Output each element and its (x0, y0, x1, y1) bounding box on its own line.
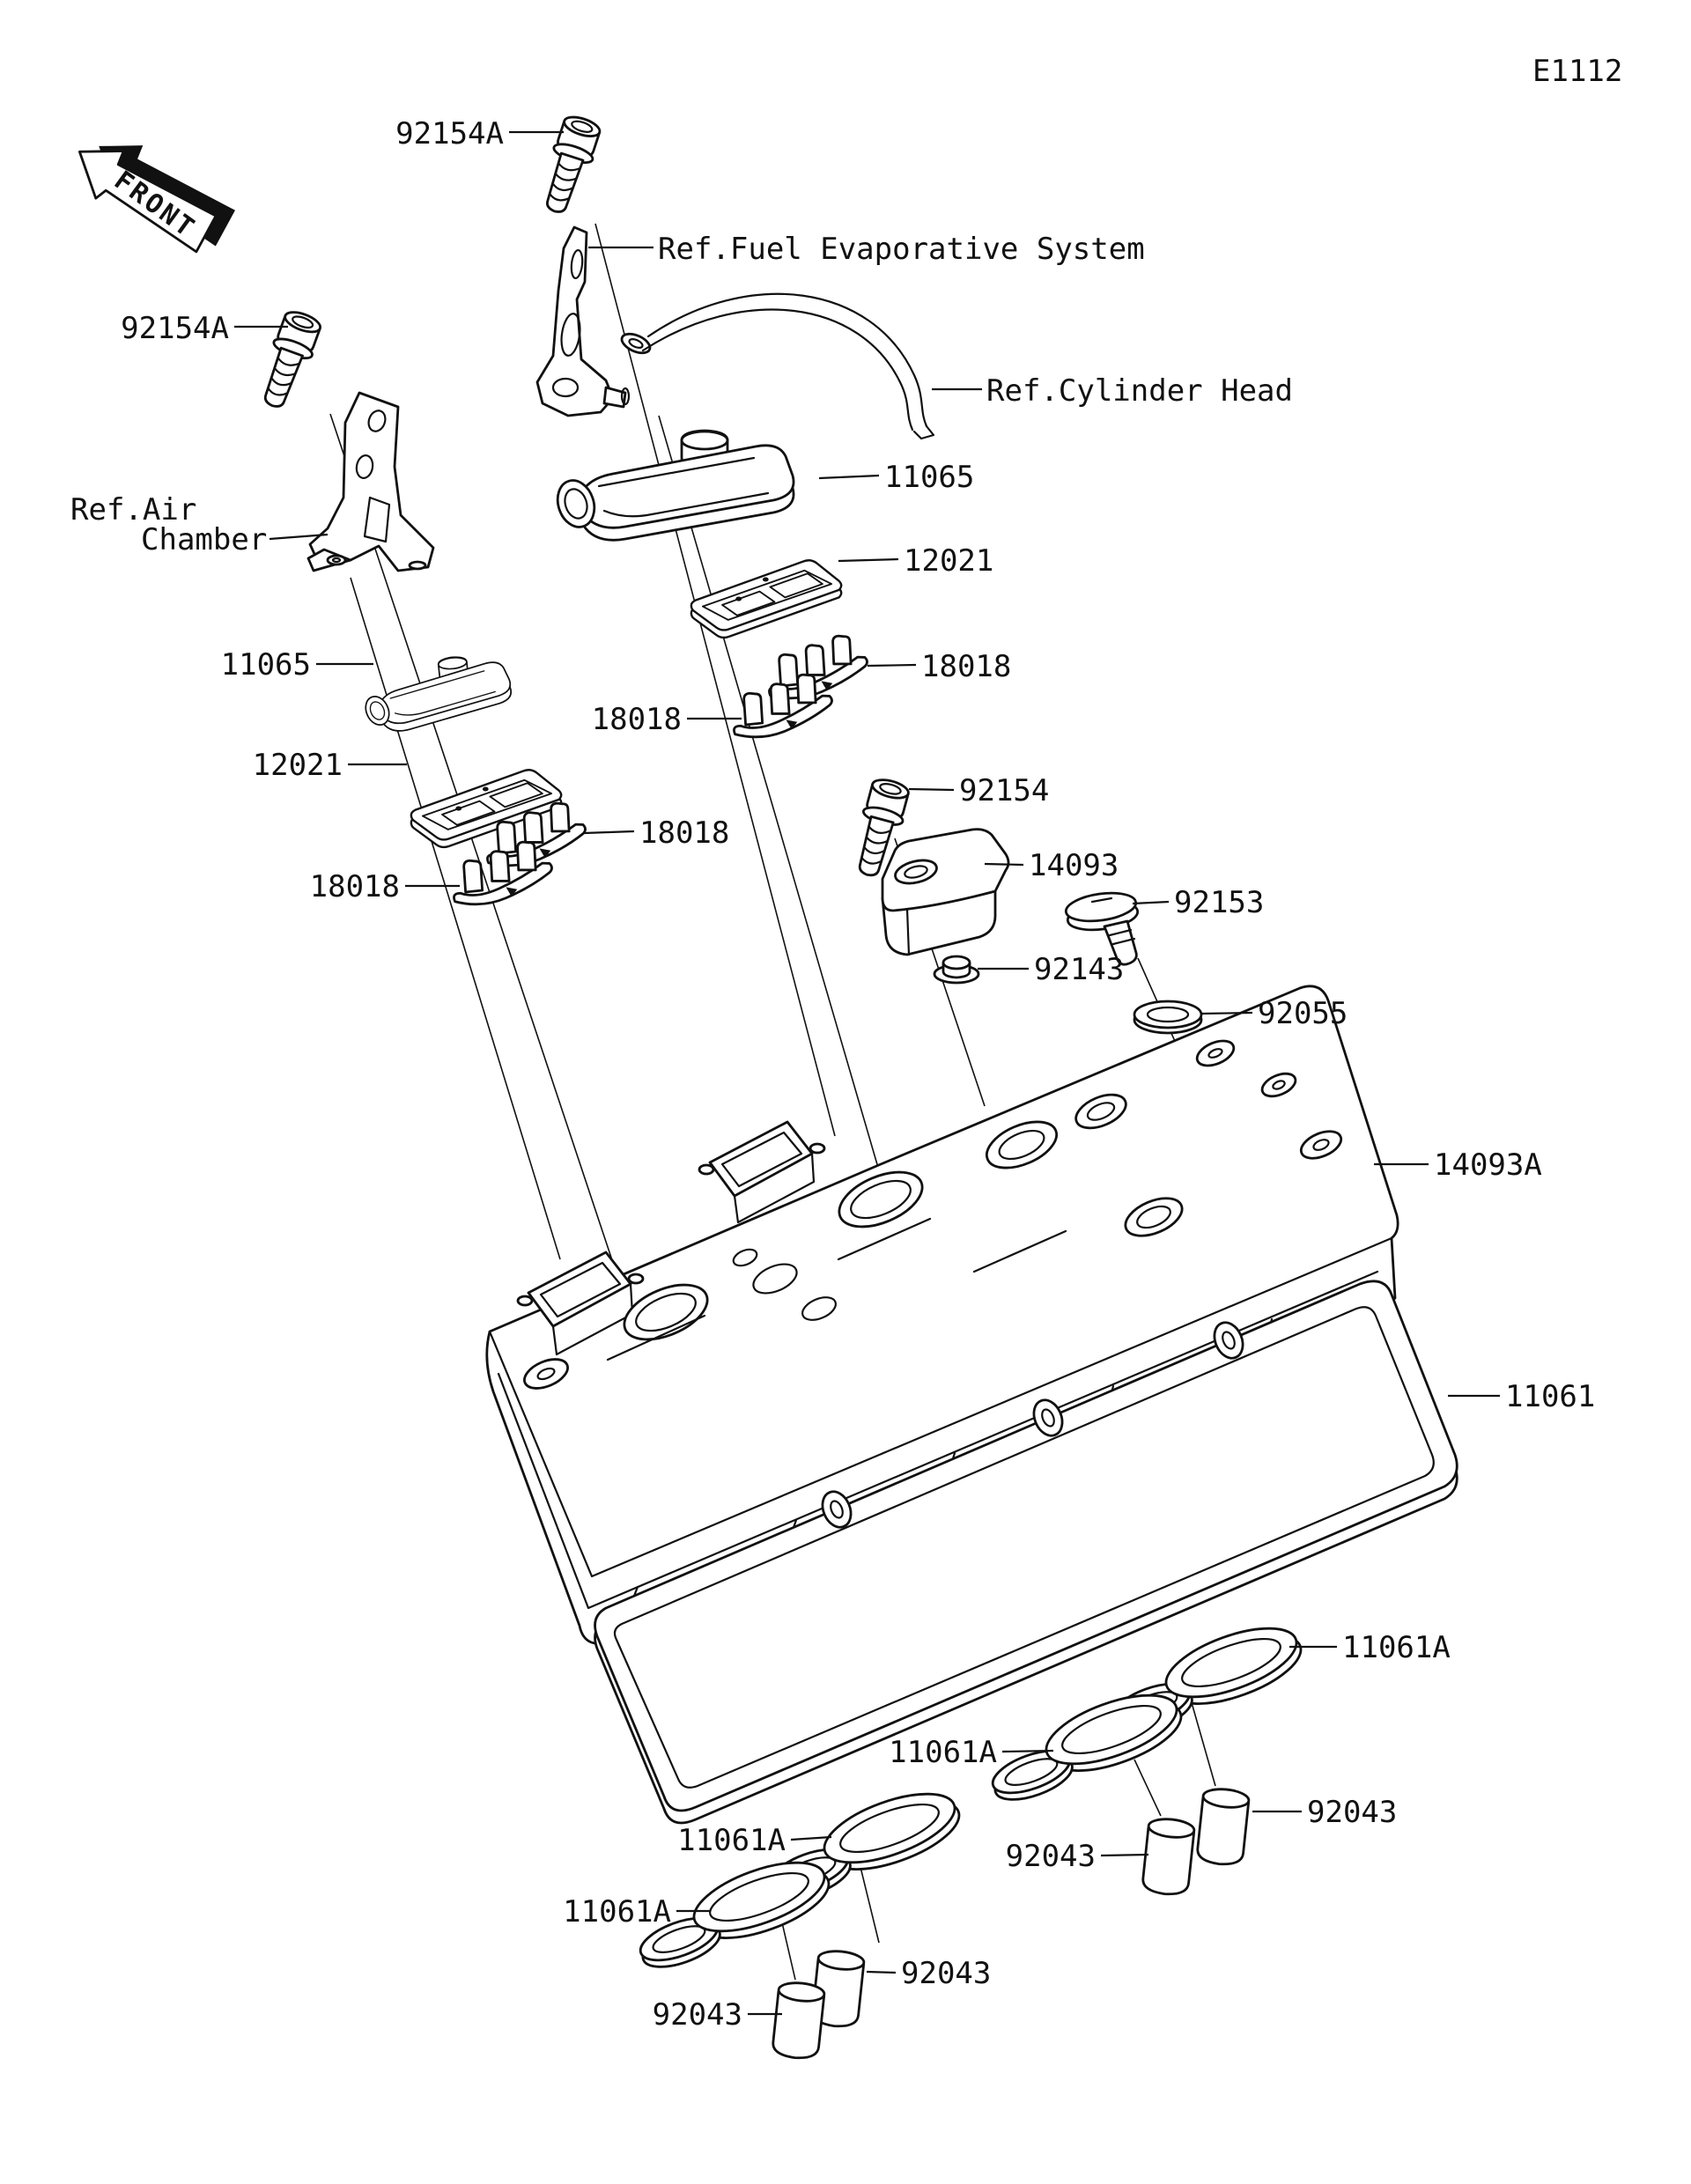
part-screw-92154a-top (534, 111, 605, 219)
label-92154a-left: 92154A (121, 311, 229, 346)
part-breather-cover-14093 (881, 828, 1010, 956)
leader-92043-3 (866, 1970, 897, 1974)
leader-ref-air-chamber-line2 (269, 533, 329, 541)
label-12021-left: 12021 (253, 748, 343, 783)
leader-11061a-2 (1001, 1749, 1054, 1753)
label-12021-mid: 12021 (904, 543, 993, 579)
label-18018-mid-lower: 18018 (592, 702, 682, 737)
leader-14093 (984, 862, 1024, 867)
label-11061a-1: 11061A (1342, 1630, 1451, 1665)
label-11061: 11061 (1505, 1379, 1595, 1414)
label-11061a-3: 11061A (677, 1823, 786, 1858)
leader-92055 (1200, 1011, 1253, 1015)
label-18018-left-lower: 18018 (310, 869, 400, 904)
label-14093: 14093 (1029, 848, 1119, 883)
leader-18018-left-upper (583, 830, 635, 835)
part-screw-92154a-left (252, 306, 326, 414)
part-fuel-evap-bracket (535, 225, 631, 417)
label-ref-cylinder-head: Ref.Cylinder Head (986, 373, 1293, 409)
front-arrow-icon: FRONT (78, 145, 235, 254)
label-18018-left-upper: 18018 (639, 815, 729, 851)
part-pin-92043-1 (1194, 1785, 1252, 1868)
part-pin-92043-2 (1140, 1815, 1197, 1898)
leader-12021-mid (838, 557, 899, 563)
label-11061a-4: 11061A (563, 1894, 671, 1929)
page-code: E1112 (1532, 54, 1622, 89)
label-92154a-top: 92154A (395, 116, 504, 151)
label-92043-1: 92043 (1307, 1795, 1397, 1830)
leader-92154 (908, 787, 955, 792)
label-11065-mid: 11065 (884, 460, 974, 495)
part-plug-gasket-11061a-2 (978, 1679, 1192, 1810)
part-breather-body-left-11065 (357, 650, 515, 736)
leader-11061a-3 (790, 1835, 832, 1841)
part-pin-92043-4 (770, 1979, 827, 2062)
label-92143: 92143 (1034, 952, 1124, 987)
label-ref-air-chamber-line1: Ref.Air (70, 492, 196, 528)
label-ref-air-chamber-line2: Chamber (141, 522, 267, 557)
label-92154: 92154 (959, 773, 1049, 808)
leader-18018-mid-upper (867, 663, 917, 668)
leader-92043-2 (1100, 1853, 1149, 1857)
labels-layer: 92154A 92154A Ref.Fuel Evaporative SystemR… (70, 116, 1595, 2033)
label-11061a-2: 11061A (889, 1735, 997, 1770)
label-92153: 92153 (1174, 885, 1264, 920)
leader-11065-mid (818, 474, 880, 480)
label-92043-3: 92043 (901, 1956, 991, 1991)
part-breather-plate-mid-12021 (690, 559, 843, 639)
label-92055: 92055 (1258, 996, 1348, 1031)
part-breather-body-mid-11065 (550, 429, 795, 542)
leader-92153 (1132, 900, 1170, 905)
label-18018-mid-upper: 18018 (921, 649, 1011, 684)
part-screw-92153 (1064, 891, 1140, 966)
label-14093a: 14093A (1434, 1147, 1542, 1183)
part-head-cover-gasket-11061 (594, 1280, 1458, 1825)
part-breather-hose (620, 292, 935, 440)
label-92043-2: 92043 (1006, 1839, 1096, 1874)
label-ref-fuel-evaporative-system: Ref.Fuel Evaporative System (658, 232, 1145, 267)
label-92043-4: 92043 (653, 1997, 742, 2033)
part-washer-92055 (1133, 1000, 1203, 1035)
part-damper-92143 (933, 955, 980, 985)
label-11065-left: 11065 (221, 647, 311, 682)
part-air-chamber-bracket (306, 391, 435, 572)
